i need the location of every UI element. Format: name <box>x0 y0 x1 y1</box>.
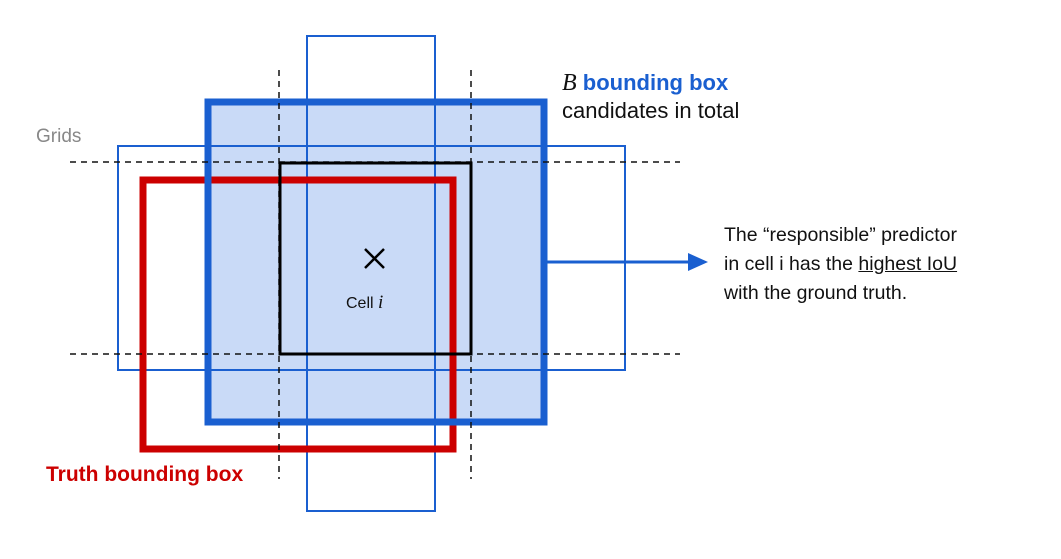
note-line-2-underlined: highest IoU <box>858 253 958 275</box>
cell-label: Cell i <box>346 292 383 314</box>
responsible-note: The “responsible” predictor in cell i ha… <box>724 221 957 308</box>
cell-prefix: Cell <box>346 295 374 312</box>
bounding-box-text: bounding box <box>582 70 729 95</box>
candidates-rest-text: candidates in total <box>562 97 740 123</box>
grids-label: Grids <box>36 126 82 147</box>
thick-candidate-box-fill <box>208 102 544 422</box>
b-symbol: B <box>562 70 577 96</box>
note-line-2-prefix: in cell i has the <box>724 253 859 275</box>
tall-candidate-box <box>306 35 436 512</box>
wide-candidate-box <box>117 145 626 371</box>
cell-box <box>278 161 473 356</box>
note-line-1: The “responsible” predictor <box>724 224 958 246</box>
candidates-label: B bounding box candidates in total <box>562 70 739 123</box>
truth-bounding-box <box>139 176 457 453</box>
cell-center-cross-icon <box>364 248 385 269</box>
truth-label: Truth bounding box <box>46 463 244 486</box>
cell-index: i <box>378 292 384 313</box>
note-line-3: with the ground truth. <box>724 282 908 304</box>
responsible-arrow <box>544 253 708 271</box>
